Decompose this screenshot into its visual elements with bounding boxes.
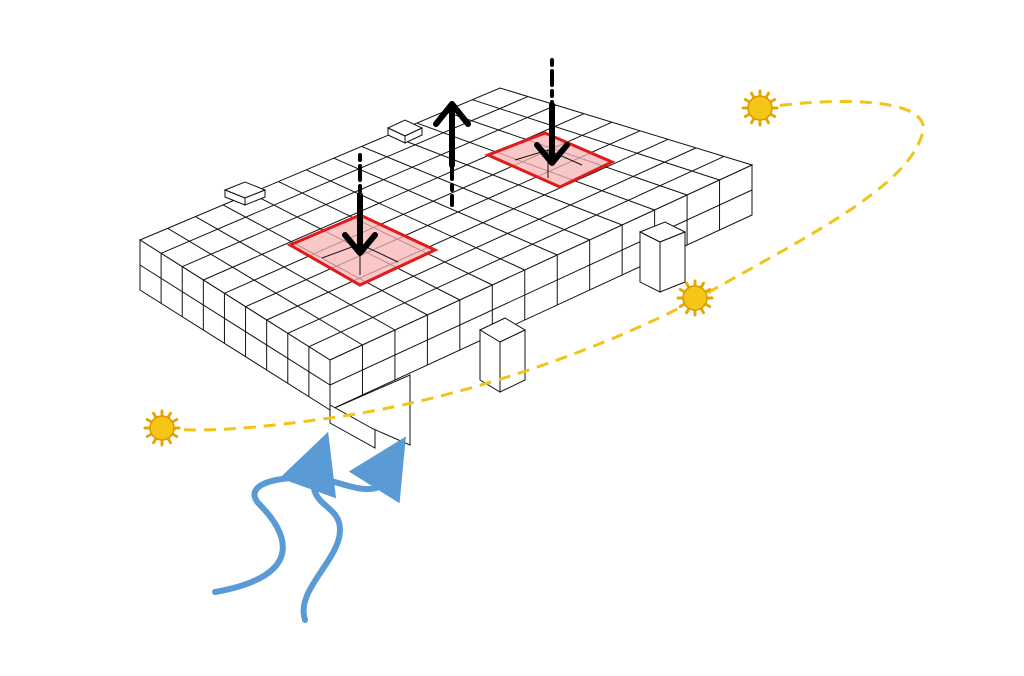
roof-grid-line <box>195 216 396 331</box>
roof-grid-line <box>287 147 697 334</box>
facade-grid-line <box>329 189 753 386</box>
airflow-arrow-down-left <box>342 153 378 256</box>
roof-grid-line <box>333 157 558 256</box>
roof-grid-line <box>389 134 623 226</box>
suns <box>143 89 779 447</box>
roof-grid-line <box>472 99 720 181</box>
roof-grid-line <box>182 104 557 268</box>
facade-grid-line <box>139 264 331 386</box>
roof-grid-line <box>308 155 725 348</box>
wind-arrow-icon <box>212 431 406 623</box>
airflow-arrow-up <box>433 101 471 207</box>
roof-grid-line <box>266 138 669 321</box>
airflow-arrow-down-right <box>534 58 570 166</box>
roof-grid-line <box>361 145 590 241</box>
roof-grid-line <box>305 169 525 271</box>
sun-icon <box>676 279 714 317</box>
sun-icon <box>143 409 181 447</box>
sun-icon <box>741 89 779 127</box>
sun-path-back <box>694 99 925 302</box>
sun-path-front <box>161 298 696 432</box>
roof-grid-line <box>167 227 363 346</box>
